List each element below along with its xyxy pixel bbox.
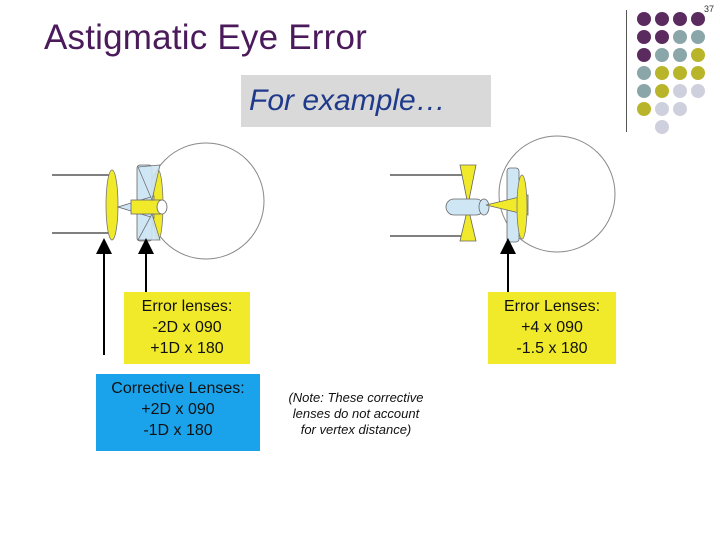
right-error-line-1: Error Lenses: — [503, 298, 601, 315]
dot-teal — [637, 66, 651, 80]
corrective-lenses-box: Corrective Lenses: +2D x 090 -1D x 180 — [96, 374, 260, 451]
dot-purple — [673, 12, 687, 26]
left-error-lenses-box: Error lenses: -2D x 090 +1D x 180 — [124, 292, 250, 364]
right-blue-bar — [445, 198, 485, 216]
left-blue-fan-top — [137, 164, 161, 202]
dot-purple — [637, 30, 651, 44]
dot-olive — [655, 84, 669, 98]
dot-olive — [637, 102, 651, 116]
vertex-distance-note: (Note: These corrective lenses do not ac… — [283, 390, 429, 438]
dot-olive — [691, 66, 705, 80]
left-eyeball — [147, 142, 265, 260]
dot-purple — [655, 30, 669, 44]
decorative-divider — [626, 10, 627, 132]
right-eye-diagram — [390, 135, 616, 294]
corrective-line-3: -1D x 180 — [143, 422, 213, 439]
dot-olive — [655, 66, 669, 80]
right-eyeball — [498, 135, 616, 253]
slide-title: Astigmatic Eye Error — [44, 18, 367, 57]
left-eye-diagram — [52, 142, 265, 355]
left-error-line-3: +1D x 180 — [150, 340, 224, 357]
dot-teal — [691, 30, 705, 44]
dot-teal — [673, 48, 687, 62]
right-lens-cap — [478, 198, 490, 216]
right-yellow-wedge-top — [459, 164, 477, 206]
dot-gray — [691, 84, 705, 98]
right-error-line-3: -1.5 x 180 — [516, 340, 588, 357]
right-yellow-wedge-bottom — [459, 206, 477, 242]
right-yellow-lens — [516, 174, 528, 240]
dot-purple — [637, 48, 651, 62]
left-error-line-2: -2D x 090 — [152, 319, 222, 336]
corrective-line-2: +2D x 090 — [141, 401, 215, 418]
dot-olive — [691, 48, 705, 62]
dot-gray — [655, 102, 669, 116]
dot-gray — [655, 120, 669, 134]
dot-gray — [673, 102, 687, 116]
left-lens-cap — [156, 199, 168, 215]
slide-number: 37 — [703, 4, 714, 14]
dot-purple — [637, 12, 651, 26]
dot-olive — [673, 66, 687, 80]
note-line-1: (Note: These corrective — [288, 390, 424, 405]
subtitle-banner: For example… — [241, 75, 491, 127]
dot-teal — [637, 84, 651, 98]
dot-purple — [691, 12, 705, 26]
left-error-line-1: Error lenses: — [141, 298, 233, 315]
note-line-3: for vertex distance) — [300, 422, 412, 437]
dot-purple — [655, 12, 669, 26]
note-line-2: lenses do not account — [292, 406, 420, 421]
dot-teal — [655, 48, 669, 62]
right-error-lenses-box: Error Lenses: +4 x 090 -1.5 x 180 — [488, 292, 616, 364]
dot-teal — [673, 30, 687, 44]
corrective-line-1: Corrective Lenses: — [111, 380, 245, 397]
left-yellow-bar — [130, 199, 162, 215]
right-error-line-2: +4 x 090 — [521, 319, 583, 336]
dot-gray — [673, 84, 687, 98]
left-yellow-lens-outer — [105, 169, 119, 241]
